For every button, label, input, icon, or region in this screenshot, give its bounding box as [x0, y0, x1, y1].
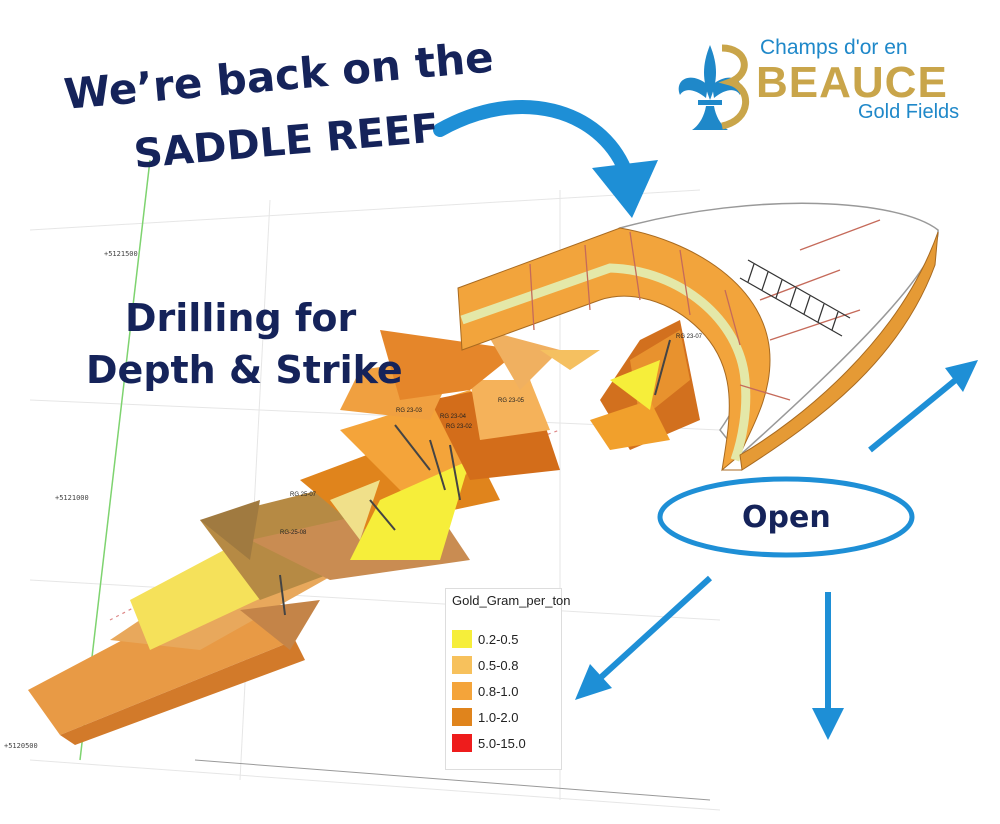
legend-item-label: 1.0-2.0	[478, 709, 519, 725]
legend-swatch	[452, 656, 472, 674]
legend-item-label: 0.5-0.8	[478, 657, 519, 673]
logo-brand: BEAUCE	[756, 58, 948, 107]
open-ellipse	[657, 476, 915, 558]
legend-swatch	[452, 682, 472, 700]
open-arrow-down-left	[575, 575, 713, 700]
open-arrow-up-right	[868, 360, 978, 453]
orebody-model	[28, 320, 700, 745]
subheading-line-2: Depth & Strike	[86, 348, 403, 392]
drillholes	[279, 339, 671, 616]
saddle-reef-fold	[457, 202, 939, 472]
drillhole-label: RG 23-07	[676, 334, 703, 340]
model-baseline	[194, 759, 711, 801]
open-label: Open	[742, 500, 831, 535]
drillhole-label: RG 23-05	[498, 398, 525, 404]
drillhole-label: RG 23-04	[440, 414, 467, 420]
grid-coord-label: +5120500	[4, 742, 38, 750]
legend-swatch	[452, 630, 472, 648]
legend-swatch	[452, 734, 472, 752]
drillhole-label: RG 23-03	[396, 408, 423, 414]
legend-item-label: 5.0-15.0	[478, 735, 526, 751]
legend-item-label: 0.2-0.5	[478, 631, 519, 647]
legend-item: 0.2-0.5	[452, 629, 518, 649]
logo-text-top: Champs d'or en	[760, 36, 908, 59]
legend-swatch	[452, 708, 472, 726]
legend-item: 0.5-0.8	[452, 655, 518, 675]
open-arrow-down	[812, 592, 844, 740]
legend-item: 0.8-1.0	[452, 681, 518, 701]
grade-legend: Gold_Gram_per_ton 0.2-0.5 0.5-0.8 0.8-1.…	[445, 588, 571, 770]
subheading-line-1: Drilling for	[125, 296, 357, 340]
grid-coord-label: +5121000	[55, 494, 89, 502]
drillhole-label: RG 23-02	[446, 424, 473, 430]
pointer-arrow	[433, 100, 658, 218]
legend-item: 1.0-2.0	[452, 707, 518, 727]
drillhole-label: RG 25-07	[290, 492, 317, 498]
drillhole-label: RG-25-08	[280, 530, 307, 536]
logo-text-bottom: Gold Fields	[858, 101, 960, 123]
legend-title: Gold_Gram_per_ton	[452, 593, 571, 608]
company-logo: Champs d'or en BEAUCE Gold Fields	[668, 34, 978, 126]
legend-item: 5.0-15.0	[452, 733, 526, 753]
fleur-de-lis-logo-icon	[678, 44, 749, 130]
grid-coord-label: +5121500	[104, 250, 138, 258]
legend-item-label: 0.8-1.0	[478, 683, 519, 699]
